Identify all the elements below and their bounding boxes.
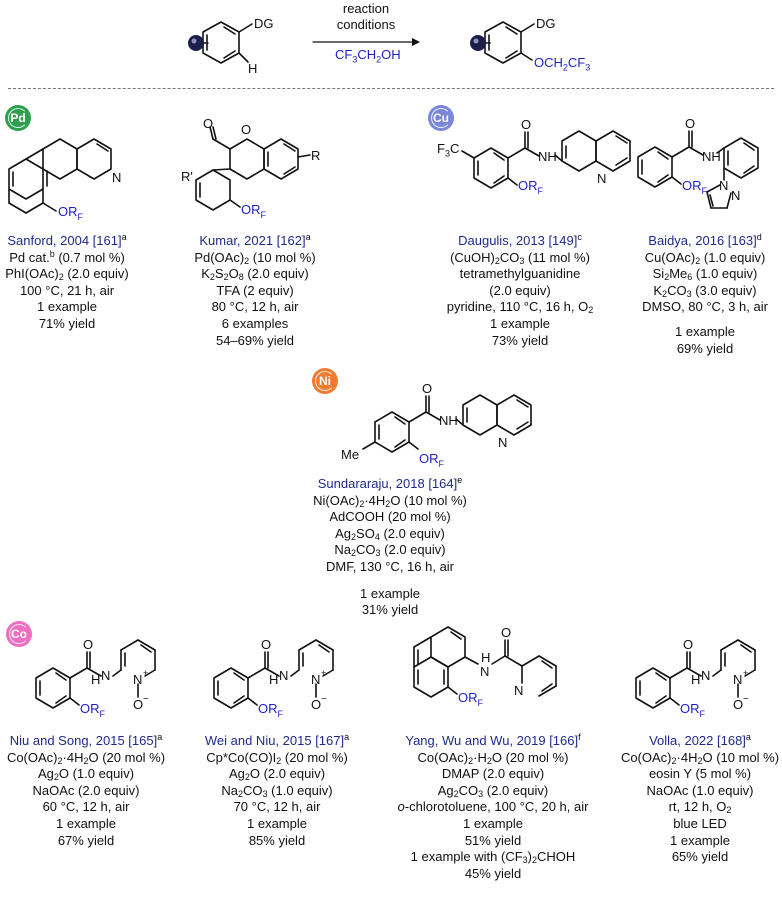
or-label-daugulis: ORF (518, 178, 544, 196)
minus-charge: − (743, 694, 749, 705)
atom-o-minus: O (133, 697, 143, 712)
or-label-yang: ORF (458, 690, 484, 708)
conditions-niu-song: Niu and Song, 2015 [165]a Co(OAc)2·4H2O … (0, 733, 172, 849)
conditions-sanford: Sanford, 2004 [161]a Pd cat.b (0.7 mol %… (0, 233, 134, 333)
atom-n-amide: N (480, 664, 489, 679)
reference-link[interactable]: Daugulis, 2013 [149]c (458, 232, 582, 249)
product-dg-label: DG (536, 16, 556, 31)
atom-nh: NH (538, 149, 557, 164)
conditions-kumar: Kumar, 2021 [162]a Pd(OAc)2 (10 mol %) K… (180, 233, 330, 349)
atom-o: O (422, 381, 432, 396)
atom-h: H (481, 650, 490, 665)
atom-h: H (691, 672, 700, 687)
cu-badge: Cu (428, 105, 454, 131)
atom-o-carbonyl: O (203, 116, 213, 131)
conditions-yang-wu: Yang, Wu and Wu, 2019 [166]f Co(OAc)2·H2… (378, 733, 608, 882)
h-label: H (248, 61, 257, 76)
atom-o: O (685, 116, 695, 131)
atom-n-oxide: N (133, 672, 142, 687)
conditions-daugulis: Daugulis, 2013 [149]c (CuOH)2CO3 (11 mol… (430, 233, 610, 349)
atom-h: H (269, 672, 278, 687)
atom-o: O (501, 625, 511, 640)
header-scheme: DG H reaction conditions DG (188, 1, 556, 76)
reference-link[interactable]: Yang, Wu and Wu, 2019 [166]f (405, 732, 581, 749)
atom-n-pyrazole-2: N (731, 188, 740, 203)
conditions-baidya: Baidya, 2016 [163]d Cu(OAc)2 (1.0 equiv)… (630, 233, 780, 357)
reference-link[interactable]: Sundararaju, 2018 [164]e (317, 475, 463, 492)
conditions-sundararaju: Sundararaju, 2018 [164]e Ni(OAc)2·4H2O (… (290, 476, 490, 619)
atom-n-oxide: N (311, 672, 320, 687)
reference-link[interactable]: Baidya, 2016 [163]d (648, 232, 762, 249)
atom-o: O (683, 637, 693, 652)
atom-o: O (521, 117, 531, 132)
atom-n-pyridine: N (514, 683, 523, 698)
conditions-wei-niu: Wei and Niu, 2015 [167]a Cp*Co(CO)I2 (20… (192, 733, 362, 849)
minus-charge: − (321, 694, 327, 705)
atom-r-prime: R' (181, 169, 193, 184)
ni-badge: Ni (312, 368, 338, 394)
pd-badge: Pd (5, 105, 31, 131)
reference-link[interactable]: Sanford, 2004 [161]a (7, 232, 127, 249)
atom-n-amide: N (701, 668, 710, 683)
plus-charge: + (743, 668, 748, 678)
arrow-label-reaction: reaction (343, 1, 389, 16)
atom-nh: NH (439, 413, 458, 428)
atom-o-minus: O (311, 697, 321, 712)
arrow-label-conditions: conditions (337, 17, 396, 32)
atom-o: O (261, 637, 271, 652)
or-label-kumar: ORF (241, 202, 267, 220)
or-label-volla: ORF (680, 701, 706, 719)
reference-link[interactable]: Wei and Niu, 2015 [167]a (204, 732, 350, 749)
conditions-volla: Volla, 2022 [168]a Co(OAc)2·4H2O (10 mol… (618, 733, 782, 866)
reference-link[interactable]: Kumar, 2021 [162]a (199, 232, 311, 249)
plus-charge: + (321, 668, 326, 678)
dg-label: DG (254, 16, 274, 31)
product-sphere-icon (470, 35, 486, 51)
atom-nh: NH (702, 149, 721, 164)
atom-me: Me (341, 447, 359, 462)
or-label-niu: ORF (80, 701, 106, 719)
substrate-sphere-icon (188, 35, 204, 51)
atom-o-ring: O (241, 122, 251, 137)
dashed-divider (8, 88, 774, 89)
atom-n: N (112, 170, 121, 185)
atom-n-amide: N (101, 668, 110, 683)
atom-n-quinoline: N (597, 171, 606, 186)
atom-o: O (83, 637, 93, 652)
or-label-wei: ORF (258, 701, 284, 719)
cf3-substituent: F3C (437, 141, 460, 159)
product-ether-label: OCH2CF3 (534, 55, 591, 73)
atom-o-minus: O (733, 697, 743, 712)
or-label-ni: ORF (419, 451, 445, 469)
minus-charge: − (143, 694, 149, 705)
or-label: ORF (58, 204, 84, 222)
atom-n-amide: N (279, 668, 288, 683)
atom-n-quinoline: N (498, 435, 507, 450)
plus-charge: + (143, 668, 148, 678)
solvent-label: CF3CH2OH (335, 47, 401, 65)
atom-n-pyrazole-1: N (719, 178, 728, 193)
atom-n-oxide: N (733, 672, 742, 687)
reference-link[interactable]: Niu and Song, 2015 [165]a (9, 732, 163, 749)
or-label-baidya: ORF (682, 178, 708, 196)
co-badge: Co (6, 621, 32, 647)
reference-link[interactable]: Volla, 2022 [168]a (649, 732, 751, 749)
atom-r: R (311, 148, 320, 163)
atom-h: H (91, 672, 100, 687)
